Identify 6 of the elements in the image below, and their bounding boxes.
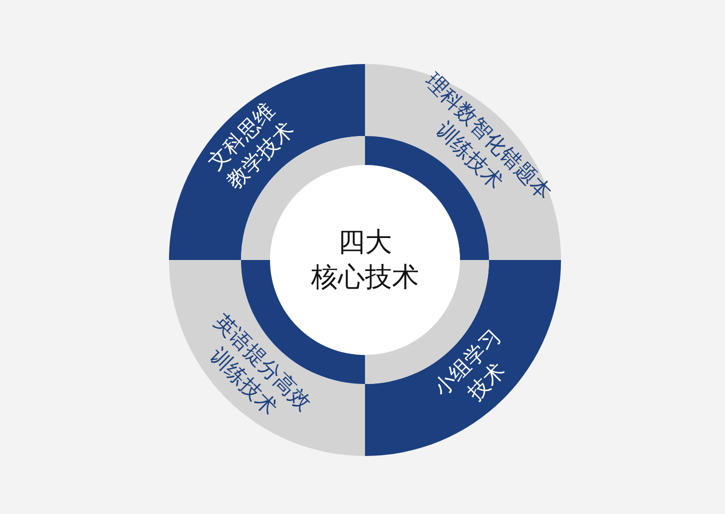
segment-label: 英语提分高效训练技术 (204, 308, 316, 422)
segment-label: 小组学习技术 (428, 323, 512, 408)
center-title: 四大 (338, 226, 392, 260)
segment-label: 理科数智化错题本训练技术 (420, 67, 558, 206)
segment-label: 文科思维教学技术 (202, 97, 300, 196)
center-title: 核心技术 (311, 261, 419, 295)
